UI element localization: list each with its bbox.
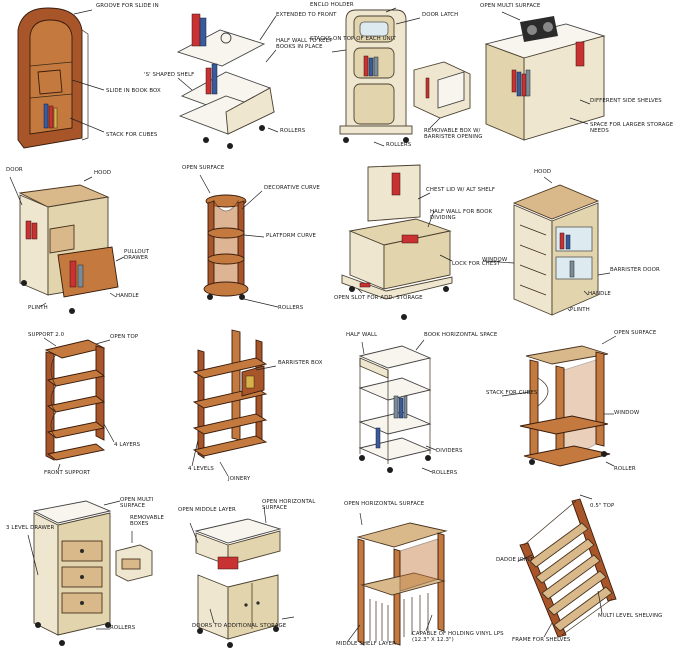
label-open-surface-6: OPEN SURFACE [182, 165, 225, 171]
stack-units-drawing [331, 7, 471, 147]
label-handle-5: HANDLE [116, 293, 139, 299]
barrister-cabinet-drawing [483, 176, 611, 316]
label-doors-to-storage: DOORS TO ADDITIONAL STORAGE [192, 623, 287, 629]
tall-bookcase-drawing [17, 7, 105, 149]
hood-cabinet-drawing [9, 176, 125, 314]
label-joinery: JOINERY [228, 476, 251, 482]
label-roller-12: ROLLER [614, 466, 636, 472]
label-space-for-larger-storage: SPACE FOR LARGER STORAGE NEEDS [590, 122, 674, 135]
label-front-support: FRONT SUPPORT [44, 470, 91, 476]
label-dividers: DIVIDERS [436, 448, 463, 454]
vinyl-stand-drawing [347, 512, 448, 646]
sketch-four-level-unit: BARRISTER BOX 4 LEVELS JOINERY [170, 329, 340, 495]
label-stack-for-cubes: STACK FOR CUBES [106, 132, 158, 138]
label-open-horizontal-surface-14: OPEN HORIZONTAL SURFACE [262, 499, 316, 512]
label-s-shaped-shelf: 'S' SHAPED SHELF [144, 72, 195, 78]
label-open-multi-surface: OPEN MULTI SURFACE [480, 3, 541, 9]
label-enclo-holder: ENCLO HOLDER [310, 2, 354, 8]
sketch-barrister-cabinet: HOOD WINDOW BARRISTER DOOR HANDLE PLINTH [482, 165, 680, 330]
label-three-level-drawer: 3 LEVEL DRAWER [6, 525, 55, 531]
s-shelf-drawing [176, 13, 279, 149]
label-half-wall-books: HALF WALL TO KEEP BOOKS IN PLACE [276, 38, 333, 51]
book-chest-drawing [341, 164, 453, 320]
round-tower-drawing [199, 174, 279, 308]
label-extended-to-front: EXTENDED TO FRONT [276, 12, 337, 18]
label-chest-lid: CHEST LID W/ ALT SHELF [426, 187, 496, 193]
label-multi-level-shelving: MULTI LEVEL SHELVING [598, 613, 663, 619]
label-middle-shelf-layer: MIDDLE SHELF LAYER [336, 641, 397, 647]
sketch-media-console: OPEN MULTI SURFACE DIFFERENT SIDE SHELVE… [480, 0, 680, 165]
wire-shelf-drawing [358, 339, 437, 473]
label-hood-8: HOOD [534, 169, 552, 175]
label-handle-8: HANDLE [588, 291, 611, 297]
label-open-horizontal-surface-15: OPEN HORIZONTAL SURFACE [344, 501, 425, 507]
label-dadoe-joint: DADOE JOINT [496, 557, 534, 563]
label-frame-for-shelves: FRAME FOR SHELVES [512, 637, 571, 643]
sketch-tall-bookcase: GROOVE FOR SLIDE IN SLIDE IN BOOK BOX ST… [0, 0, 170, 165]
label-open-top: OPEN TOP [110, 334, 139, 340]
label-stack-for-cubes-12: STACK FOR CUBES [486, 390, 538, 396]
label-removable-boxes: REMOVABLE BOXES [130, 515, 164, 528]
label-open-middle-layer: OPEN MIDDLE LAYER [178, 507, 236, 513]
label-door-latch: DOOR LATCH [422, 12, 459, 18]
four-level-unit-drawing [191, 329, 277, 477]
sketch-a-frame-shelving: 0.5" TOP DADOE JOINT MULTI LEVEL SHELVIN… [496, 494, 680, 660]
label-plinth-5: PLINTH [28, 305, 48, 311]
label-open-multi-surface-13: OPEN MULTI SURFACE [120, 497, 154, 510]
label-support: SUPPORT 2.0 [28, 332, 65, 338]
cube-stand-drawing [501, 335, 617, 467]
label-pullout-drawer: PULLOUT DRAWER [124, 249, 150, 262]
sketch-hood-cabinet: DOOR HOOD PULLOUT DRAWER HANDLE PLINTH [0, 165, 170, 330]
drawer-tower-drawing [27, 500, 153, 646]
label-rollers-3: ROLLERS [386, 142, 412, 148]
sketch-s-shelf: EXTENDED TO FRONT HALF WALL TO KEEP BOOK… [144, 0, 340, 165]
label-platform-curve: PLATFORM CURVE [266, 233, 317, 239]
label-different-side-shelves: DIFFERENT SIDE SHELVES [590, 98, 662, 104]
label-removable-box: REMOVABLE BOX W/ BARRISTER OPENING [424, 128, 483, 141]
label-lock-for-chest: LOCK FOR CHEST [452, 261, 501, 267]
sketch-cube-stand: OPEN SURFACE STACK FOR CUBES WINDOW ROLL… [486, 330, 680, 495]
label-decorative-curve: DECORATIVE CURVE [264, 185, 320, 191]
sketch-vinyl-stand: OPEN HORIZONTAL SURFACE CAPABLE OF HOLDI… [336, 495, 510, 660]
sketch-book-chest: CHEST LID W/ ALT SHELF HALF WALL FOR BOO… [334, 164, 510, 330]
a-frame-shelving-drawing [517, 494, 617, 638]
sketch-stack-units: ENCLO HOLDER DOOR LATCH STACKS ON TOP OF… [310, 0, 510, 165]
media-console-drawing [484, 11, 606, 141]
label-vinyl-lps: CAPABLE OF HOLDING VINYL LPs (12.3" x 12… [412, 631, 504, 644]
label-half-wall-11: HALF WALL [346, 332, 378, 338]
label-stacks-on-top: STACKS ON TOP OF EACH UNIT [310, 36, 396, 42]
label-hood-5: HOOD [94, 170, 112, 176]
label-rollers-11: ROLLERS [432, 470, 458, 476]
sketch-wire-shelf: HALF WALL BOOK HORIZONTAL SPACE DIVIDERS… [340, 330, 510, 495]
sketch-drawer-tower: 3 LEVEL DRAWER OPEN MULTI SURFACE REMOVA… [0, 495, 170, 660]
label-window-12: WINDOW [614, 410, 640, 416]
label-plinth-8: PLINTH [570, 307, 590, 313]
label-half-inch-top: 0.5" TOP [590, 503, 615, 509]
label-slide-in-book-box: SLIDE IN BOOK BOX [106, 88, 161, 94]
label-barrister-door: BARRISTER DOOR [610, 267, 660, 273]
sketch-open-middle-cabinet: OPEN MIDDLE LAYER OPEN HORIZONTAL SURFAC… [170, 495, 340, 660]
sketch-four-layer-shelf: SUPPORT 2.0 OPEN TOP 4 LAYERS FRONT SUPP… [0, 330, 170, 495]
label-groove-for-slide-in: GROOVE FOR SLIDE IN [96, 3, 159, 9]
label-door: DOOR [6, 167, 23, 173]
label-rollers-2: ROLLERS [280, 128, 306, 134]
label-window-8: WINDOW [482, 257, 508, 263]
label-half-wall-book-dividing: HALF WALL FOR BOOK DIVIDING [430, 209, 493, 222]
label-four-layers: 4 LAYERS [114, 442, 141, 448]
label-four-levels: 4 LEVELS [188, 466, 214, 472]
label-open-surface-12: OPEN SURFACE [614, 330, 657, 336]
label-rollers-6: ROLLERS [278, 305, 304, 311]
label-book-horizontal-space: BOOK HORIZONTAL SPACE [424, 332, 498, 338]
label-open-slot: OPEN SLOT FOR ADD. STORAGE [334, 295, 423, 301]
open-middle-cabinet-drawing [189, 506, 295, 648]
four-layer-shelf-drawing [43, 337, 115, 471]
label-barrister-box: BARRISTER BOX [278, 360, 323, 366]
label-rollers-13: ROLLERS [110, 625, 136, 631]
sketch-round-tower: OPEN SURFACE DECORATIVE CURVE PLATFORM C… [170, 165, 340, 330]
